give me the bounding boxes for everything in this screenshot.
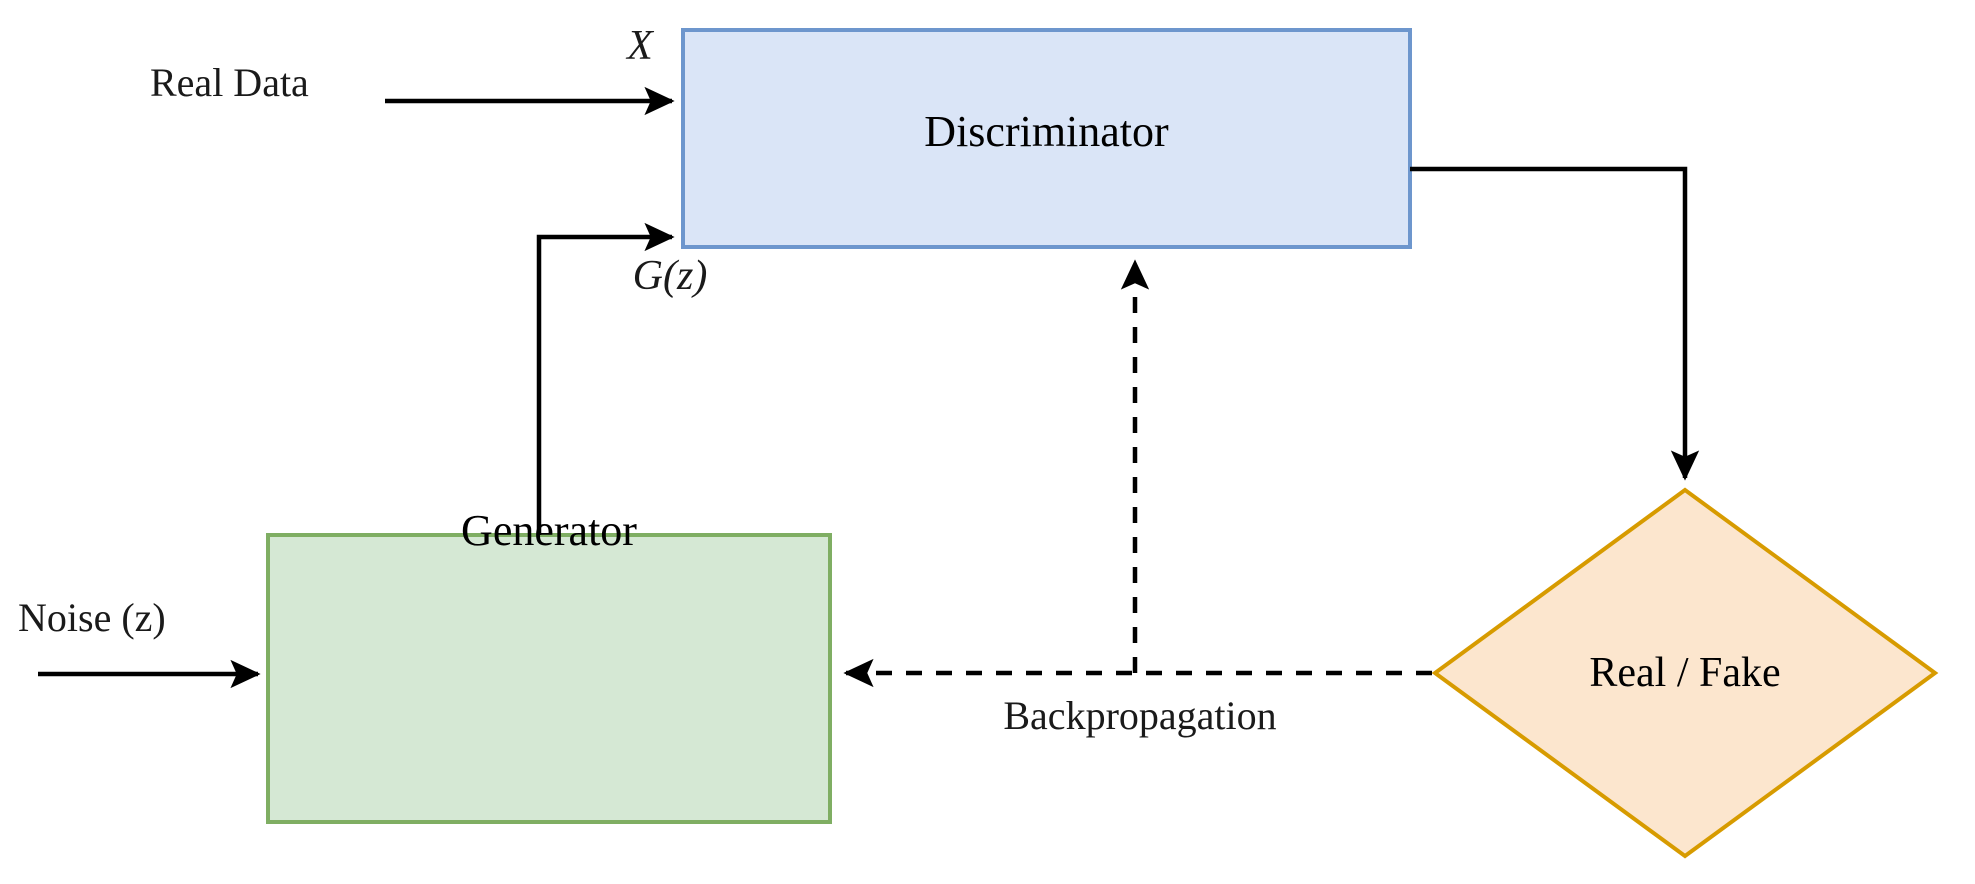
edge-discriminator-to-real-fake — [1410, 166, 1700, 481]
node-discriminator[interactable] — [681, 28, 1412, 249]
edge-generator-to-discriminator — [536, 222, 675, 535]
edge-label-x: X — [627, 23, 653, 69]
node-generator[interactable] — [266, 533, 832, 824]
edge-source-label-real-data: Real Data — [150, 60, 309, 105]
edge-source-label-noise: Noise (z) — [18, 595, 166, 640]
edge-label-gz: G(z) — [632, 253, 708, 299]
edge-label-backpropagation: Backpropagation — [1003, 693, 1277, 738]
node-real-fake[interactable] — [1431, 487, 1939, 859]
